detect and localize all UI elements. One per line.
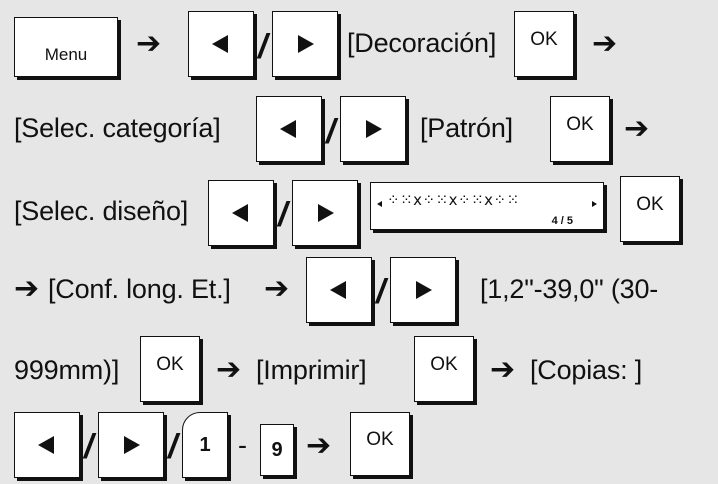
ok-key[interactable]: OK [514,11,574,77]
ok-key[interactable]: OK [140,336,200,402]
right-triangle-icon [416,281,432,299]
left-key[interactable] [14,412,80,478]
arrow-icon: ➔ [216,353,242,386]
step-copias: [Copias: ] [530,355,643,385]
right-key[interactable] [390,257,456,323]
left-triangle-icon [212,35,228,53]
slash-separator: / [326,113,336,151]
left-key[interactable] [188,11,254,77]
step-patron: [Patrón] [420,113,513,143]
design-display: ⁘⁙x⁘⁙x⁘⁙x⁘⁙ 4 / 5 [370,182,604,230]
arrow-icon: ➔ [264,272,290,305]
step-selec-diseno: [Selec. diseño] [14,196,189,226]
slash-separator: / [258,28,268,66]
arrow-icon: ➔ [592,27,618,60]
step-length-range: [1,2"-39,0" (30- [480,274,659,304]
arrow-icon: ➔ [624,112,650,145]
left-triangle-icon [280,120,296,138]
arrow-icon: ➔ [306,429,332,462]
step-selec-categoria: [Selec. categoría] [14,113,221,143]
step-conf-long: [Conf. long. Et.] [48,274,231,304]
right-key[interactable] [292,180,358,246]
left-key[interactable] [208,180,274,246]
ok-key[interactable]: OK [620,176,680,242]
left-triangle-icon [38,436,54,454]
arrow-icon: ➔ [14,272,40,305]
right-key[interactable] [340,96,406,162]
left-key[interactable] [256,96,322,162]
step-decoracion: [Decoración] [347,28,497,58]
step-length-range-end: 999mm)] [14,355,120,385]
small-right-triangle-icon [592,201,597,207]
left-triangle-icon [330,281,346,299]
page-indicator: 4 / 5 [551,215,573,227]
arrow-icon: ➔ [136,27,162,60]
right-key[interactable] [98,412,164,478]
small-left-triangle-icon [377,201,382,207]
ok-key[interactable]: OK [550,96,610,162]
ok-key[interactable]: OK [414,336,474,402]
range-dash: - [238,430,247,460]
right-triangle-icon [366,120,382,138]
menu-key[interactable]: Menu [14,17,118,77]
slash-separator: / [168,428,178,466]
ok-key[interactable]: OK [350,412,410,476]
right-triangle-icon [124,436,140,454]
right-triangle-icon [298,35,314,53]
left-key[interactable] [306,257,372,323]
number-key-1[interactable]: 1 [182,412,228,478]
right-key[interactable] [272,11,338,77]
step-imprimir: [Imprimir] [256,355,367,385]
slash-separator: / [84,428,94,466]
slash-separator: / [278,196,288,234]
slash-separator: / [376,273,386,311]
right-triangle-icon [318,204,334,222]
pattern-preview: ⁘⁙x⁘⁙x⁘⁙x⁘⁙ [387,191,520,209]
number-key-9[interactable]: 9 [260,424,294,476]
left-triangle-icon [232,204,248,222]
arrow-icon: ➔ [490,353,516,386]
